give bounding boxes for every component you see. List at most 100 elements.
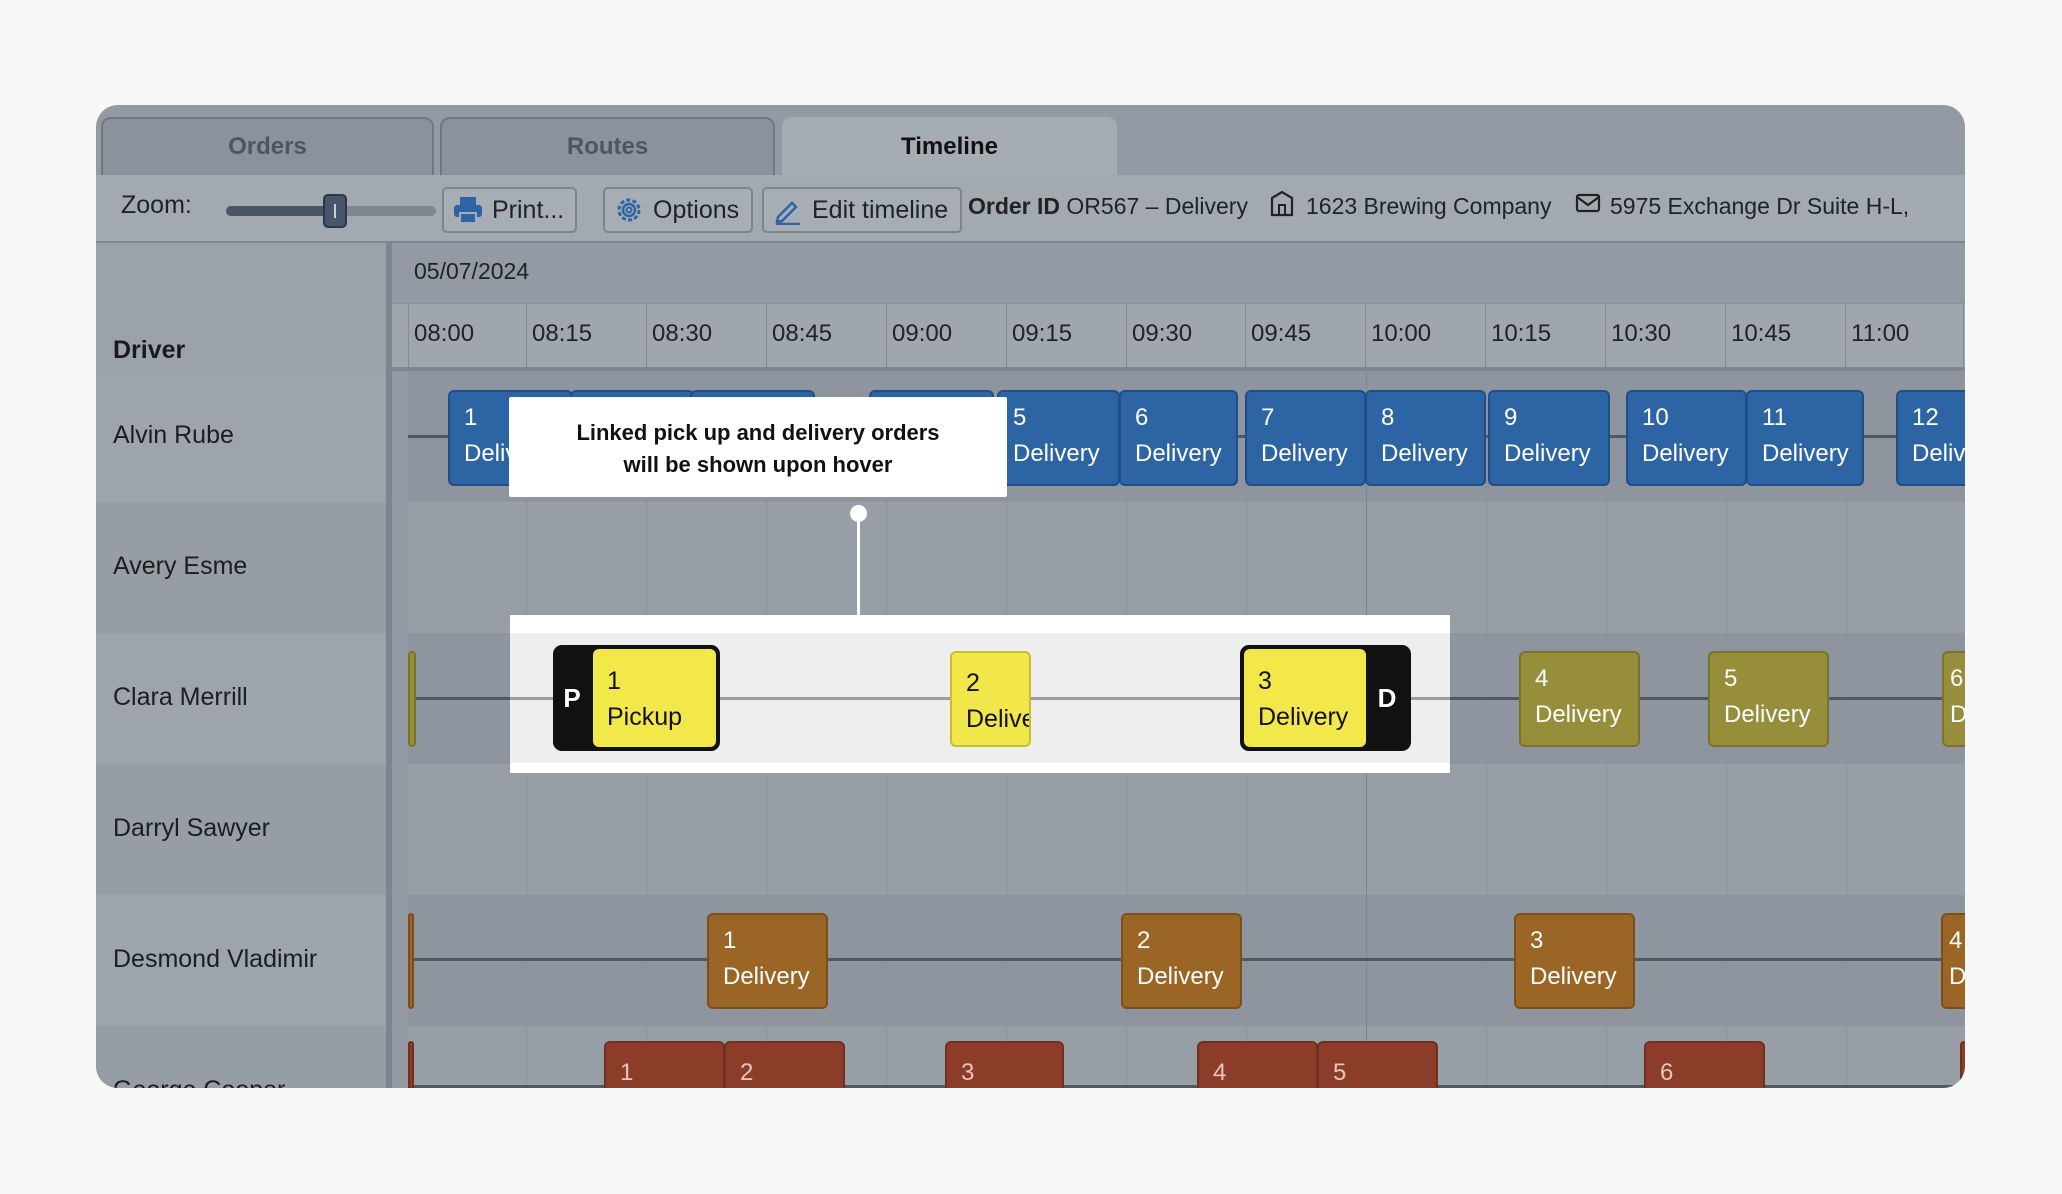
time-tick: 09:30 xyxy=(1126,304,1192,368)
order-id-value: OR567 – Delivery xyxy=(1066,193,1248,219)
time-tick: 10:00 xyxy=(1365,304,1431,368)
hover-callout: Linked pick up and delivery orders will … xyxy=(509,397,1007,497)
order-number: 6 xyxy=(1135,404,1149,431)
edit-timeline-button[interactable]: Edit timeline xyxy=(762,187,962,233)
order-number: 1 xyxy=(723,927,737,954)
pencil-icon xyxy=(775,201,800,225)
time-tick: 08:30 xyxy=(646,304,712,368)
toolbar: Zoom: Print... Options xyxy=(96,175,1965,243)
driver-row-label: George Cooper xyxy=(96,1026,386,1088)
order-type: Delivery xyxy=(1381,440,1468,467)
tab-timeline[interactable]: Timeline xyxy=(782,117,1117,175)
order-block[interactable]: 12Delivery xyxy=(1896,390,1965,486)
column-splitter[interactable] xyxy=(386,243,392,1088)
driver-name: Alvin Rube xyxy=(113,421,234,449)
order-number: 6 xyxy=(1950,665,1964,692)
order-block[interactable] xyxy=(1960,1041,1965,1088)
order-number: 6 xyxy=(1660,1059,1674,1086)
order-number: 9 xyxy=(1504,404,1518,431)
driver-column-header: Driver xyxy=(96,243,386,371)
order-number: 3 xyxy=(1530,927,1544,954)
driver-name: Avery Esme xyxy=(113,552,248,580)
order-type: Delivery xyxy=(1949,963,1965,990)
tab-bar: Orders Routes Timeline xyxy=(96,105,1965,175)
time-tick: 08:15 xyxy=(526,304,592,368)
time-tick xyxy=(1963,304,1965,368)
order-block[interactable]: 3 xyxy=(945,1041,1064,1088)
order-block[interactable] xyxy=(408,1041,414,1088)
time-tick: 08:00 xyxy=(408,304,474,368)
order-number: 5 xyxy=(1724,665,1738,692)
callout-line-2: will be shown upon hover xyxy=(623,452,893,477)
pickup-tag: P xyxy=(563,683,581,713)
order-block[interactable]: 5 xyxy=(1317,1041,1438,1088)
order-number: 11 xyxy=(1762,404,1787,431)
print-button-label: Print... xyxy=(492,196,565,224)
time-tick: 11:00 xyxy=(1845,304,1909,368)
order-number: 2 xyxy=(1137,927,1151,954)
company-name: 1623 Brewing Company xyxy=(1306,193,1552,219)
tab-routes[interactable]: Routes xyxy=(440,117,775,175)
order-id-label: Order ID xyxy=(968,193,1061,219)
order-block[interactable]: 2 xyxy=(724,1041,845,1088)
order-type: Delivery xyxy=(1912,440,1965,467)
linked-orders-highlight: P 1 Pickup 2 Delivery 3 Delivery D xyxy=(510,615,1450,773)
order-type: Delivery xyxy=(1135,440,1222,467)
order-block[interactable]: 2 Delivery xyxy=(950,651,1031,747)
edit-timeline-label: Edit timeline xyxy=(812,196,949,224)
time-tick: 09:15 xyxy=(1006,304,1072,368)
order-type: Delivery xyxy=(1535,701,1622,728)
time-tick: 10:15 xyxy=(1485,304,1551,368)
order-type: Pickup xyxy=(607,703,683,731)
pickup-order[interactable]: P 1 Pickup xyxy=(553,645,720,751)
print-button[interactable]: Print... xyxy=(442,187,577,233)
order-block[interactable]: 1 xyxy=(604,1041,725,1088)
order-number: 10 xyxy=(1642,404,1669,431)
order-number: 4 xyxy=(1213,1059,1227,1086)
driver-lane xyxy=(408,764,1965,895)
order-block[interactable]: 4 xyxy=(1197,1041,1318,1088)
zoom-slider-fill xyxy=(226,206,336,216)
driver-header-label: Driver xyxy=(113,336,186,364)
zoom-label: Zoom: xyxy=(121,191,192,219)
order-number: 1 xyxy=(607,667,621,695)
order-number: 8 xyxy=(1381,404,1395,431)
order-number: 2 xyxy=(966,669,980,697)
address: 5975 Exchange Dr Suite H-L, xyxy=(1610,193,1910,219)
order-block[interactable] xyxy=(408,651,416,747)
zoom-slider-thumb[interactable] xyxy=(323,194,348,228)
delivery-box: 3 Delivery xyxy=(1244,649,1366,747)
order-block[interactable]: 6 xyxy=(1644,1041,1765,1088)
order-number: 1 xyxy=(464,404,478,431)
driver-row-label: Darryl Sawyer xyxy=(96,764,386,895)
order-type: Delivery xyxy=(723,963,810,990)
time-header: 08:00 08:15 08:30 08:45 09:00 09:15 09:3… xyxy=(392,303,1965,371)
grid-line xyxy=(1486,371,1487,1088)
options-button[interactable]: Options xyxy=(603,187,753,233)
driver-name: Desmond Vladimir xyxy=(113,945,318,973)
driver-row-label: Clara Merrill xyxy=(96,633,386,764)
driver-lane xyxy=(408,502,1965,633)
order-block[interactable] xyxy=(408,913,414,1009)
callout-connector-line xyxy=(857,515,860,615)
tab-orders[interactable]: Orders xyxy=(101,117,434,175)
driver-row-label: Avery Esme xyxy=(96,502,386,633)
gear-icon xyxy=(617,198,641,222)
delivery-order[interactable]: 3 Delivery D xyxy=(1240,645,1411,751)
time-tick: 09:45 xyxy=(1245,304,1311,368)
order-type: Delivery xyxy=(1504,440,1591,467)
